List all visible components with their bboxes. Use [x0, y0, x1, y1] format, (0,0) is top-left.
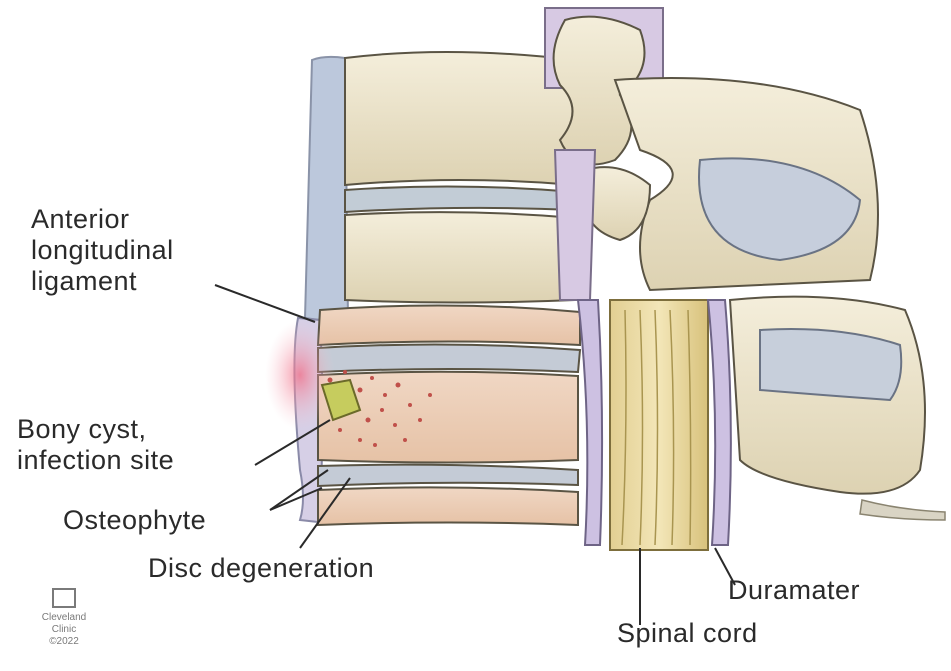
label-anterior-ligament: Anterior longitudinal ligament [31, 204, 174, 297]
logo-line: Clinic [14, 624, 114, 636]
lower-posterior-bone [730, 297, 945, 520]
label-duramater: Duramater [728, 575, 860, 606]
label-spinal-cord: Spinal cord [617, 618, 758, 649]
logo-line: ©2022 [14, 636, 114, 648]
label-disc-degeneration: Disc degeneration [148, 553, 374, 584]
affected-vertebra [318, 305, 580, 525]
upper-vertebra [345, 52, 575, 303]
label-osteophyte: Osteophyte [63, 505, 206, 536]
clinic-logo-icon [52, 588, 76, 608]
label-bony-cyst: Bony cyst, infection site [17, 414, 174, 476]
logo-line: Cleveland [14, 612, 114, 624]
spinal-canal [578, 300, 731, 550]
spinal-cord-shape [610, 300, 708, 550]
clinic-logo: Cleveland Clinic ©2022 [14, 588, 114, 648]
posterior-elements [545, 8, 878, 300]
